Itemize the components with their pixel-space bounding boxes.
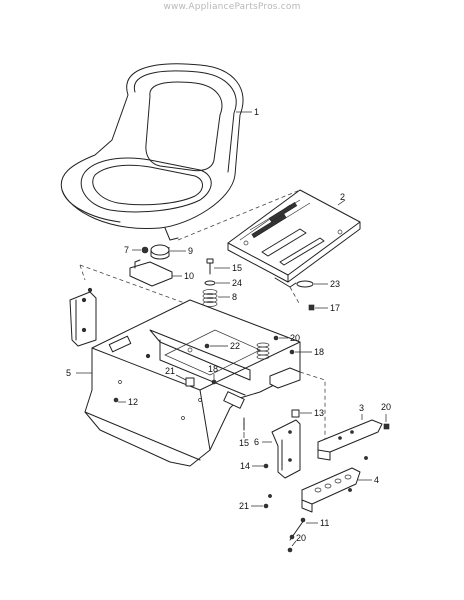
side-bracket-part: 6 [254,419,301,479]
knob-part: 7 9 [124,244,193,260]
lever-11: 11 [289,517,329,541]
callout-18: 18 [208,364,218,374]
callout-23: 23 [330,279,340,289]
assembly-line [79,264,86,281]
fastener-14 [263,463,269,469]
callout-5: 5 [66,368,71,378]
assembly-line [177,189,301,241]
fastener-22 [204,343,210,349]
seat-part: 1 [60,63,259,241]
callout-13: 13 [314,408,324,418]
callout-6: 6 [254,437,259,447]
callout-16: 15 [232,263,242,273]
assembly-line [79,264,191,306]
rail-bracket-part: 3 [317,403,383,461]
callout-9: 9 [188,246,193,256]
callout-20-b: 20 [381,402,391,412]
callout-15: 15 [239,438,249,448]
fastener-18 [211,379,217,385]
fastener [145,353,151,359]
spring-assembly: 15 24 8 [202,258,242,307]
callout-3: 3 [359,403,364,413]
fastener-19 [289,349,295,355]
callout-4: 4 [374,475,379,485]
callout-11: 11 [320,518,329,528]
fastener [364,456,368,460]
callout-21-b: 21 [239,501,249,511]
callout-17: 17 [330,303,340,313]
callout-8: 8 [232,292,237,302]
callout-19: 18 [314,347,324,357]
callout-12: 12 [128,397,138,407]
callout-1: 1 [254,107,259,117]
callout-24: 24 [232,278,242,288]
seat-plate-part: 2 [227,189,361,288]
fastener-21b [263,503,269,509]
fastener-12 [113,397,119,403]
callout-22: 22 [230,341,240,351]
washer-nut: 23 17 [296,279,340,313]
clip-21 [185,377,195,387]
callout-20-c: 20 [296,533,306,543]
clip-13 [291,409,300,418]
fastener [87,287,93,293]
fastener-20c [287,547,293,553]
assembly-line [299,371,326,440]
left-bracket-part [69,291,97,347]
callout-7: 7 [124,245,129,255]
hinge-bracket-part: 10 [129,259,194,287]
fastener-20b [383,423,390,430]
callout-20-a: 20 [290,333,300,343]
fastener [348,488,352,492]
assembly-line [289,286,301,306]
fastener [268,494,272,498]
watermark-text: www.AppliancePartsPros.com [163,2,301,12]
callout-14: 14 [240,461,250,471]
callout-21-a: 21 [165,366,175,376]
slide-rail-part: 4 [301,467,379,513]
bracket-part [269,367,301,389]
spring-right: 20 [256,333,300,360]
callout-2: 2 [340,192,345,202]
fender-base-part: 5 [66,299,301,467]
callout-10: 10 [184,271,194,281]
